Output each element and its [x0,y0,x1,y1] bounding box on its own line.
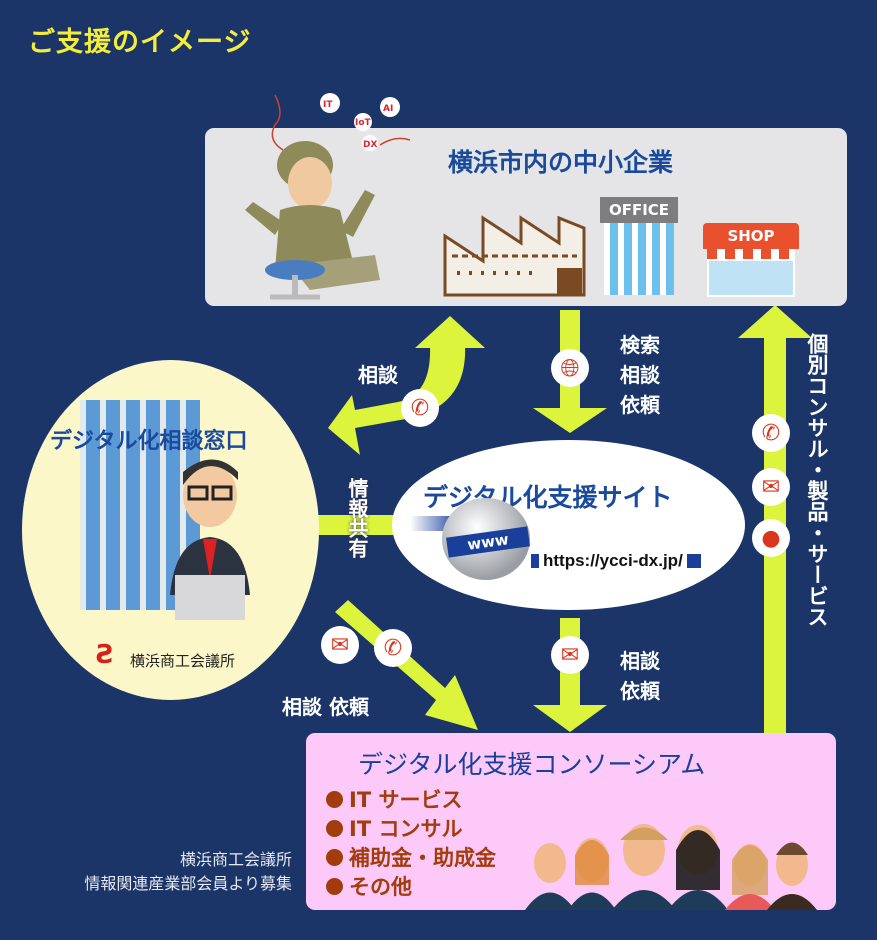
consult-request-left-label: 相談 依頼 [282,695,369,719]
ycci-logo-icon: Ƨ [96,640,115,670]
info-share-label: 情報共有 [345,478,369,558]
label-request: 依頼 [620,679,660,703]
office-sign: OFFICE [600,197,678,223]
consortium-items: IT サービス IT コンサル 補助金・助成金 その他 [326,786,496,902]
mail-icon: ✉ [321,626,359,664]
phone-icon: ✆ [374,629,412,667]
arrow-info-share [315,515,395,535]
consortium-item: IT コンサル [326,815,496,844]
buzzword-dx: DX [363,140,377,150]
label-request: 依頼 [620,393,660,417]
decor-stripe [686,554,701,568]
note-line: 情報関連産業部会員より募集 [84,874,292,893]
companies-title: 横浜市内の中小企業 [448,148,674,177]
office-building-icon: OFFICE [600,197,678,297]
phone-icon: ✆ [752,414,790,452]
search-consult-request-label: 検索 相談 依頼 [620,330,660,420]
recruitment-note: 横浜商工会議所 情報関連産業部会員より募集 [20,848,292,896]
org-name: 横浜商工会議所 [130,652,236,670]
label-search: 検索 [620,333,660,357]
arrow-window-to-consortium [335,600,478,730]
site-url-link[interactable]: https://ycci-dx.jp/ [543,551,683,570]
phone-icon: ✆ [401,389,439,427]
consortium-item: IT サービス [326,786,496,815]
site-url-row: https://ycci-dx.jp/ [531,551,701,571]
buzzword-ai: AI [383,104,393,114]
consortium-members-illustration [525,824,817,910]
consult-label: 相談 [358,363,398,387]
mail-icon: ✉ [551,636,589,674]
label-consult: 相談 [620,649,660,673]
mail-icon: ✉ [752,468,790,506]
consortium-title: デジタル化支援コンソーシアム [358,750,706,779]
individual-services-label: 個別コンサル・製品・サービス [805,333,829,627]
arrow-search-head [533,408,607,433]
consult-window-title: デジタル化相談窓口 [50,429,248,454]
label-consult: 相談 [620,363,660,387]
factory-icon [443,215,586,297]
page-title: ご支援のイメージ [28,27,252,58]
consortium-item: その他 [326,873,496,902]
consortium-item: 補助金・助成金 [326,844,496,873]
buzzword-iot: IoT [355,118,372,128]
note-line: 横浜商工会議所 [179,850,292,869]
shop-sign: SHOP [703,223,799,249]
arrow-services-head [738,305,812,338]
consult-request-center-label: 相談 依頼 [620,646,660,706]
staff-with-phone-illustration [170,459,250,620]
shop-icon: SHOP [703,223,799,297]
buzzword-it: IT [323,100,333,110]
globe-icon: 🌐︎ [551,349,589,387]
decor-stripe [531,554,539,568]
person-icon: ● [752,519,790,557]
worried-man-illustration: IT AI IoT DX [245,93,411,300]
arrow-head-up [415,316,485,348]
arrow-consult-curved [328,345,466,455]
arrow-site-consortium-head [533,705,607,732]
